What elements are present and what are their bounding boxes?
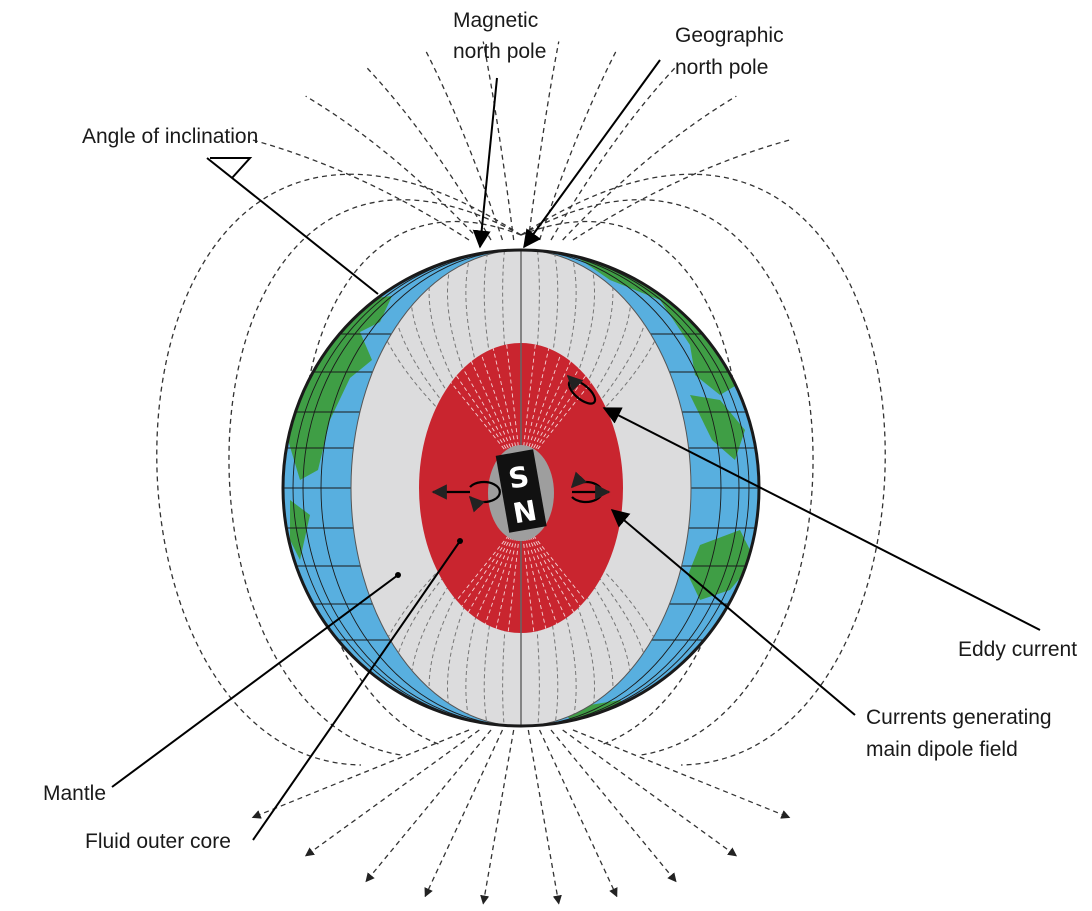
core-line-bottom-10 [522, 529, 556, 633]
geographic-north-pole-label-line2: north pole [675, 56, 768, 79]
mantle-label: Mantle [43, 782, 106, 805]
mantle-line-top-5 [446, 250, 502, 451]
eddy-current-leader [602, 407, 1041, 631]
core-line-bottom-15 [528, 529, 623, 633]
continent-asia [575, 256, 745, 395]
core-line-bottom-6 [486, 529, 520, 633]
core-line-bottom-3 [434, 529, 516, 633]
magnetic-north-pole-label-line2: north pole [453, 40, 546, 63]
field-line-right-2 [520, 199, 814, 756]
left-current-loop [431, 480, 501, 513]
right-current-loop [570, 471, 611, 504]
currents-dipole-leader [610, 509, 856, 716]
field-line-bottom-10 [572, 729, 791, 819]
currents-generating-label-line2: main dipole field [866, 738, 1018, 761]
core-line-bottom-11 [524, 529, 573, 633]
outer-core-leader [252, 540, 461, 841]
field-line-top-1 [252, 139, 470, 241]
geographic-north-pole-leader [523, 59, 661, 249]
continent-africa-south [290, 500, 310, 560]
field-line-bottom-4 [424, 729, 504, 898]
bar-magnet: S N [495, 449, 547, 533]
currents-generating-label-line1: Currents generating [866, 706, 1052, 729]
inclination-leader [206, 157, 379, 295]
field-line-top-3 [365, 66, 492, 241]
magnet-body [495, 449, 547, 533]
field-line-top-2 [305, 95, 480, 241]
magnet-north-letter: N [511, 494, 540, 531]
core-line-bottom-5 [469, 529, 518, 633]
field-line-top-7 [538, 49, 618, 241]
field-line-top-4 [424, 49, 504, 241]
core-line-top-11 [524, 343, 573, 461]
eddy-current-loop [566, 374, 597, 405]
inclination-angle-symbol [210, 157, 253, 179]
core-line-top-9 [521, 343, 539, 461]
field-line-top-9 [562, 95, 737, 241]
core-line-bottom-7 [503, 529, 521, 633]
core-line-bottom-1 [419, 529, 514, 633]
core-line-bottom-2 [419, 529, 515, 633]
field-line-bottom-1 [251, 729, 470, 819]
mantle-leader [111, 574, 399, 788]
field-line-top-10 [572, 139, 790, 241]
core-line-bottom-14 [527, 529, 623, 633]
field-line-bottom-7 [538, 729, 618, 898]
mantle-line-bottom-13 [540, 529, 596, 726]
field-line-bottom-3 [365, 729, 492, 883]
outer-magnetic-field-lines [156, 41, 886, 905]
eddy-current-label: Eddy current [958, 638, 1077, 661]
field-line-bottom-5 [480, 729, 515, 905]
field-line-left-2 [228, 199, 522, 756]
geographic-north-pole-label-line1: Geographic [675, 24, 784, 47]
current-loops [431, 374, 611, 513]
mantle-line-top-13 [540, 250, 596, 451]
field-line-top-6 [527, 41, 560, 241]
field-line-bottom-8 [550, 729, 677, 883]
continent-south-asia [690, 395, 745, 460]
core-line-bottom-9 [521, 529, 539, 633]
angle-of-inclination-label: Angle of inclination [82, 125, 258, 148]
earth-globe: S N [281, 248, 761, 728]
field-line-bottom-6 [527, 729, 562, 905]
magnetic-north-pole-label-line1: Magnetic [453, 9, 538, 32]
core-line-top-5 [469, 343, 518, 461]
fluid-outer-core-label: Fluid outer core [85, 830, 231, 853]
core-line-bottom-13 [526, 529, 608, 633]
diagram-labels: Magnetic north pole Geographic north pol… [43, 9, 1077, 853]
field-line-top-5 [482, 41, 515, 241]
mantle-line-bottom-5 [446, 529, 502, 726]
field-line-top-8 [550, 66, 677, 241]
magnetic-north-pole-leader [472, 77, 498, 249]
core-line-top-7 [503, 343, 521, 461]
leader-lines [111, 59, 1041, 841]
